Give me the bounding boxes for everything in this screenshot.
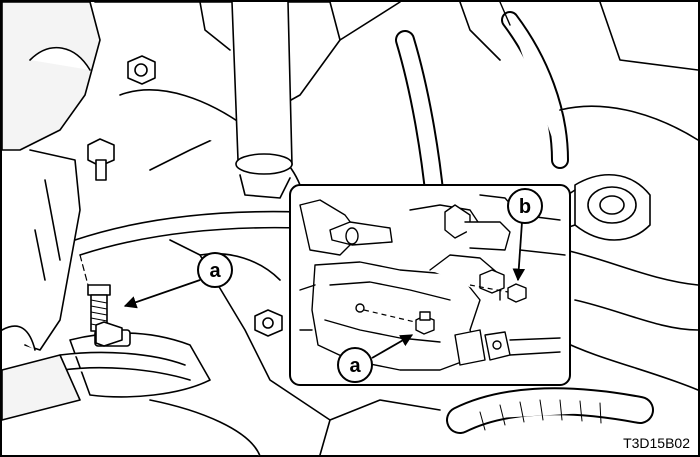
inset-bolt-b (507, 283, 527, 303)
inset-bolt-a (415, 311, 435, 335)
nut-mid (254, 309, 283, 337)
hose-clamp (1, 329, 211, 421)
inset-callout-b: b (507, 188, 543, 282)
inset-callout-a: a (337, 334, 414, 383)
figure-code: T3D15B02 (623, 435, 690, 451)
hose-right (559, 174, 651, 241)
inset-detail: a b (289, 184, 571, 386)
nut-top (127, 55, 156, 85)
main-callout-a: a (123, 252, 233, 309)
callout-label: a (209, 260, 221, 282)
callout-label: a (349, 355, 361, 377)
hose-lower-right (446, 387, 654, 434)
bolt-mid (87, 138, 115, 181)
inset-nut (479, 269, 505, 294)
callout-label: b (519, 196, 531, 218)
wiring-loom (395, 1, 569, 210)
vertical-pipe (231, 1, 293, 199)
bolt-main-a (87, 284, 123, 347)
